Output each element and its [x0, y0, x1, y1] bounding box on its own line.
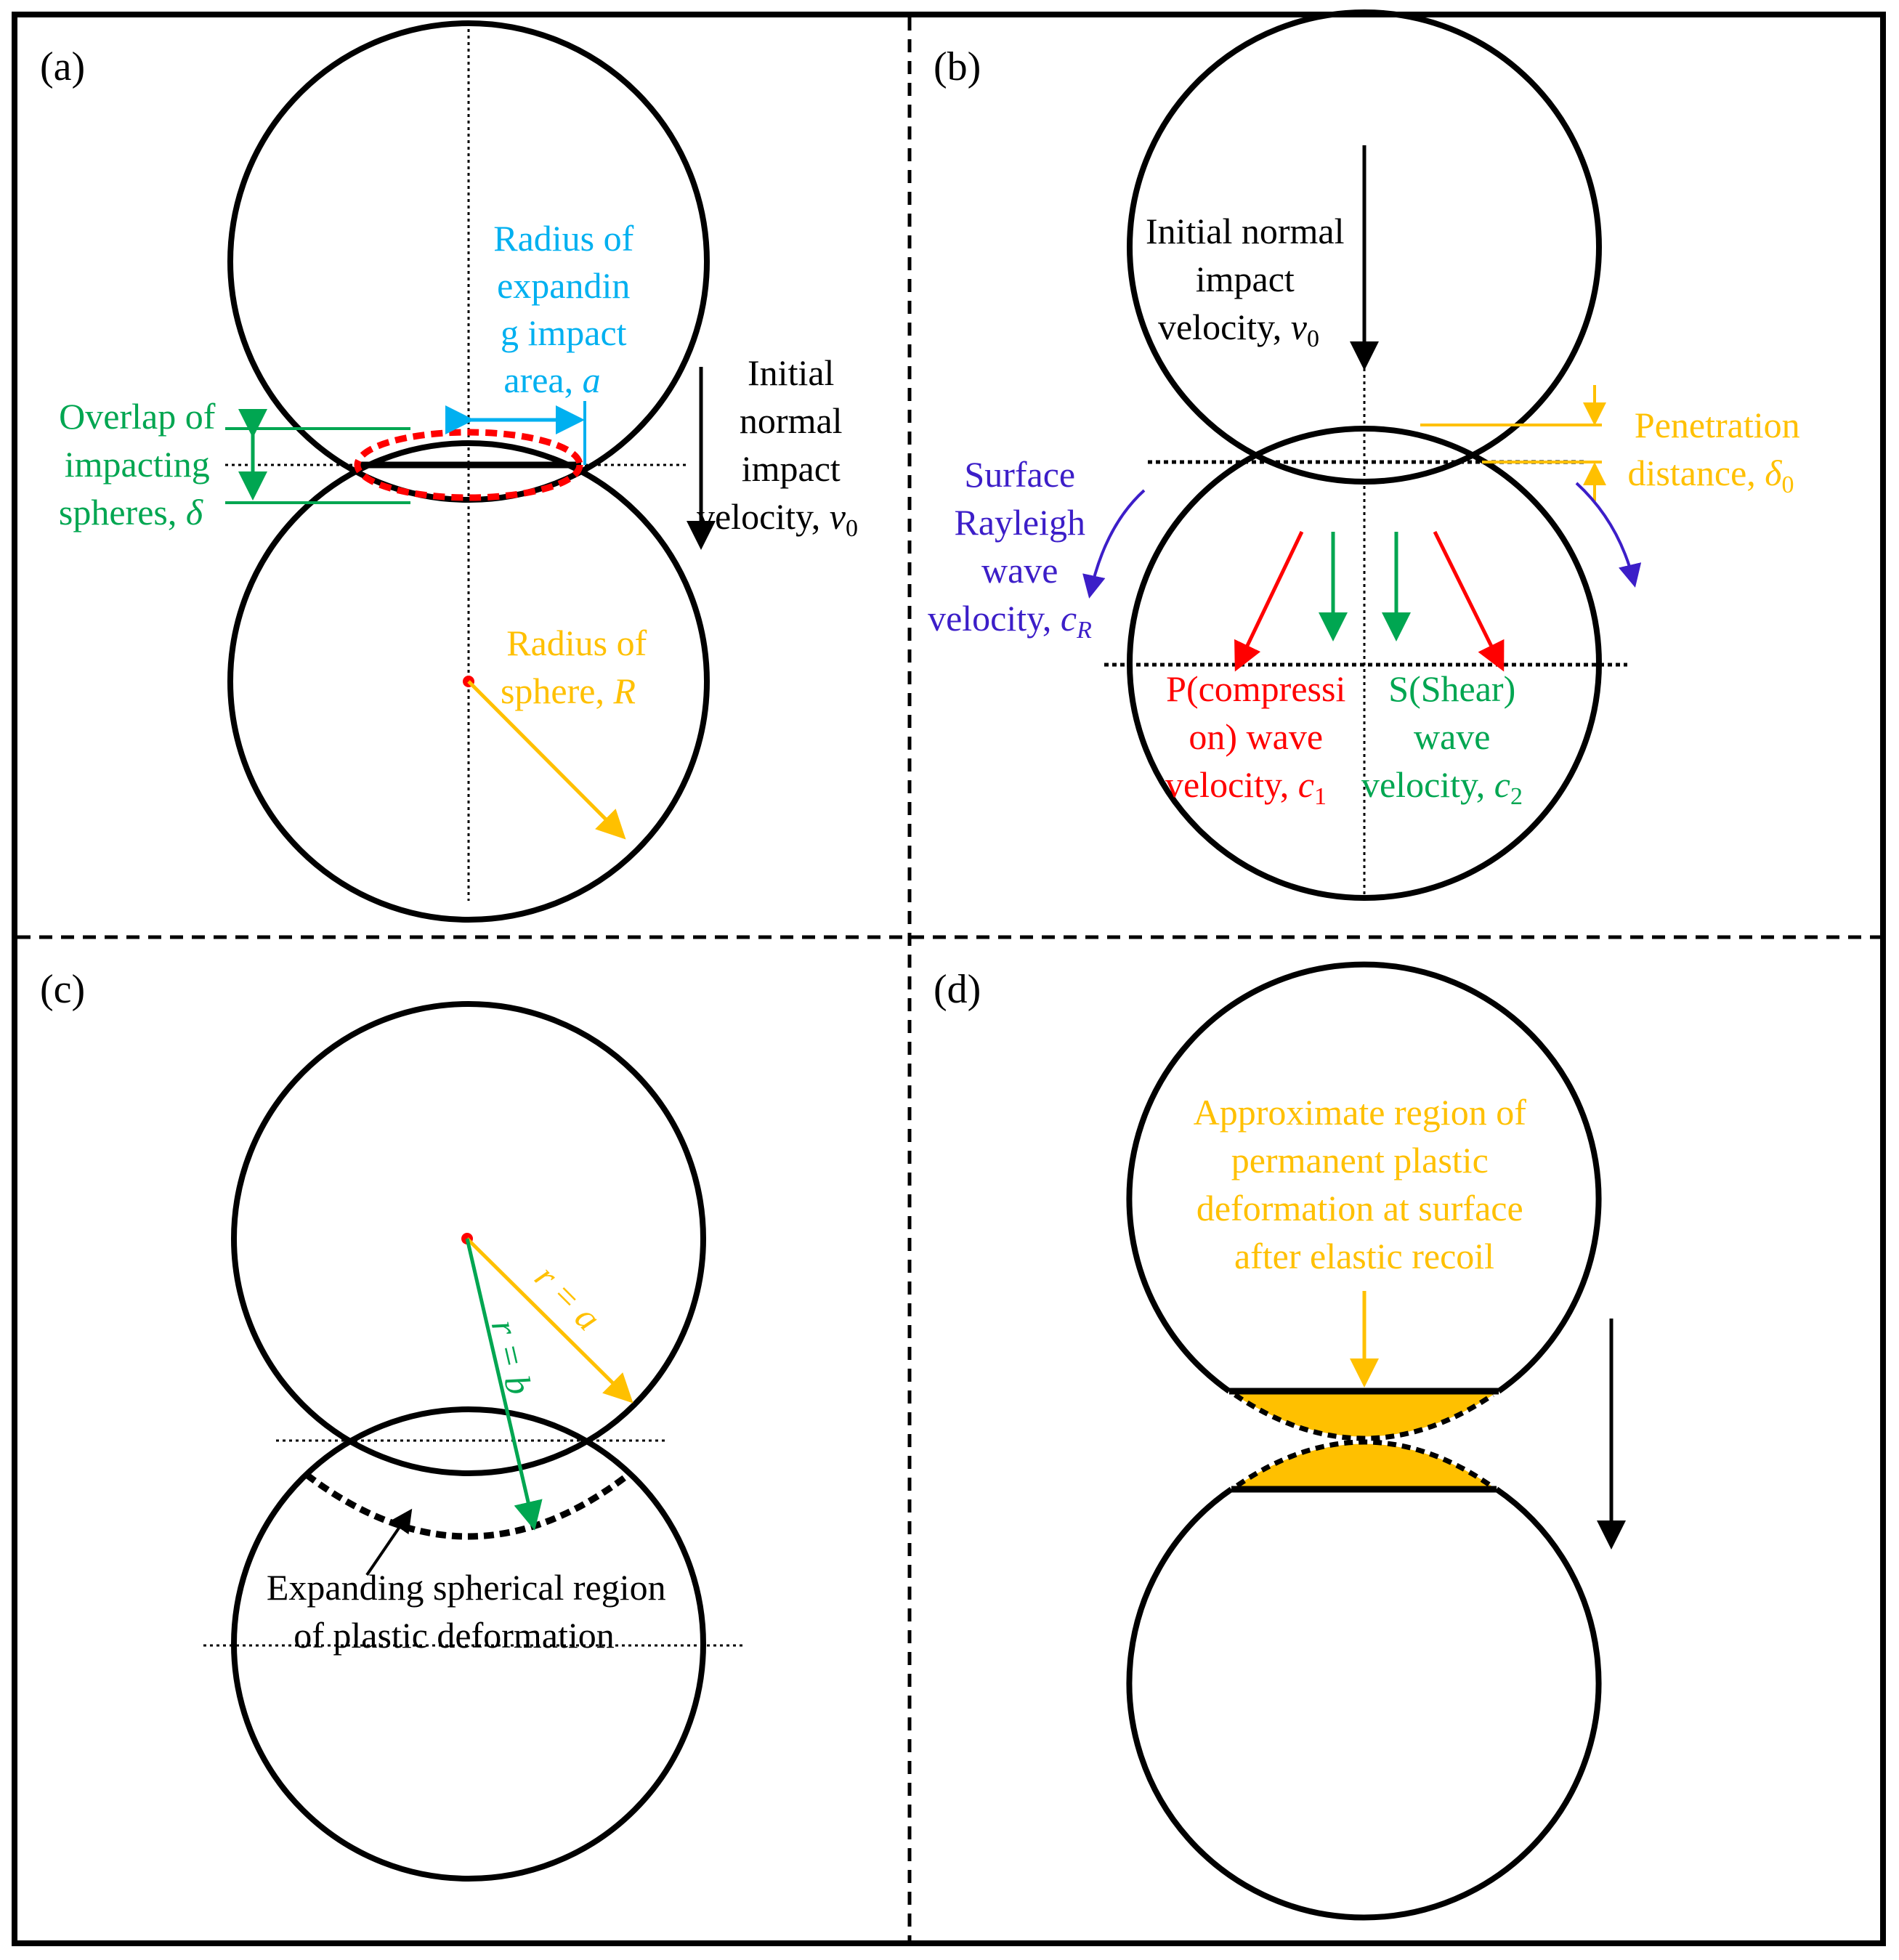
panel-b-rayleigh-arrow-left: [1082, 489, 1146, 599]
panel-c-plastic-region-boundary: [304, 1472, 631, 1540]
panel-b-velocity-label: Initial normal impact velocity, v0: [1146, 211, 1353, 352]
panel-c-plastic-label: Expanding spherical region of plastic de…: [267, 1567, 675, 1656]
panel-b-tag: (b): [934, 44, 981, 89]
panel-a: (a) Radius of expandin g impact area, a …: [40, 20, 858, 923]
panel-b-pwave-label: P(compressi on) wave velocity, c1: [1165, 668, 1355, 810]
panel-d-lower-sphere: [1126, 1486, 1602, 1921]
panel-a-tag: (a): [40, 44, 85, 89]
panel-c-tag: (c): [40, 967, 85, 1012]
panel-c-radius-a-label: r = a: [527, 1257, 610, 1339]
panel-c-plastic-pointer-arrow: [365, 1508, 413, 1576]
figure-border: [12, 12, 1886, 1946]
panel-c: (c) r = a r = b Expanding spherical regi…: [40, 967, 745, 1882]
panel-a-velocity-label: Initial normal impact velocity, v0: [697, 352, 858, 542]
panel-a-upper-sphere: [227, 20, 710, 503]
panel-a-impact-radius-label: Radius of expandin g impact area, a: [493, 218, 643, 400]
panel-a-lower-sphere: [227, 440, 710, 923]
panel-a-sphere-radius-label: Radius of sphere, R: [501, 623, 656, 711]
panel-c-radius-a-arrow: [466, 1237, 633, 1404]
panel-c-radius-b-arrow: [465, 1238, 543, 1531]
panel-d: (d) Approximate region of permanent plas…: [934, 961, 1626, 1921]
panel-b: (b) Initial normal impact velocity, v0 P…: [928, 9, 1809, 901]
panel-b-penetration-label: Penetration distance, δ0: [1627, 405, 1809, 498]
panel-c-radius-b-label: r = b: [484, 1316, 540, 1398]
panel-a-sphere-radius-arrow: [467, 680, 626, 840]
panel-b-pwave-arrow-right: [1433, 530, 1505, 672]
panel-b-swave-label: S(Shear) wave velocity, c2: [1361, 668, 1525, 810]
panel-b-pwave-arrow-left: [1234, 530, 1304, 672]
panel-c-upper-sphere: [231, 1001, 706, 1476]
panel-d-tag: (d): [934, 967, 981, 1012]
panel-b-rayleigh-label: Surface Rayleigh wave velocity, cR: [928, 454, 1094, 644]
panel-a-overlap-label: Overlap of impacting spheres, δ: [59, 396, 224, 532]
panel-d-region-label: Approximate region of permanent plastic …: [1194, 1092, 1536, 1276]
panel-b-upper-sphere: [1127, 9, 1602, 485]
panel-b-rayleigh-arrow-right: [1575, 482, 1642, 588]
panel-d-upper-sphere: [1126, 961, 1602, 1394]
panel-d-lower-zone-boundary: [1236, 1439, 1492, 1488]
panel-d-upper-zone-boundary: [1234, 1393, 1494, 1441]
panel-c-lower-sphere: [231, 1406, 706, 1882]
